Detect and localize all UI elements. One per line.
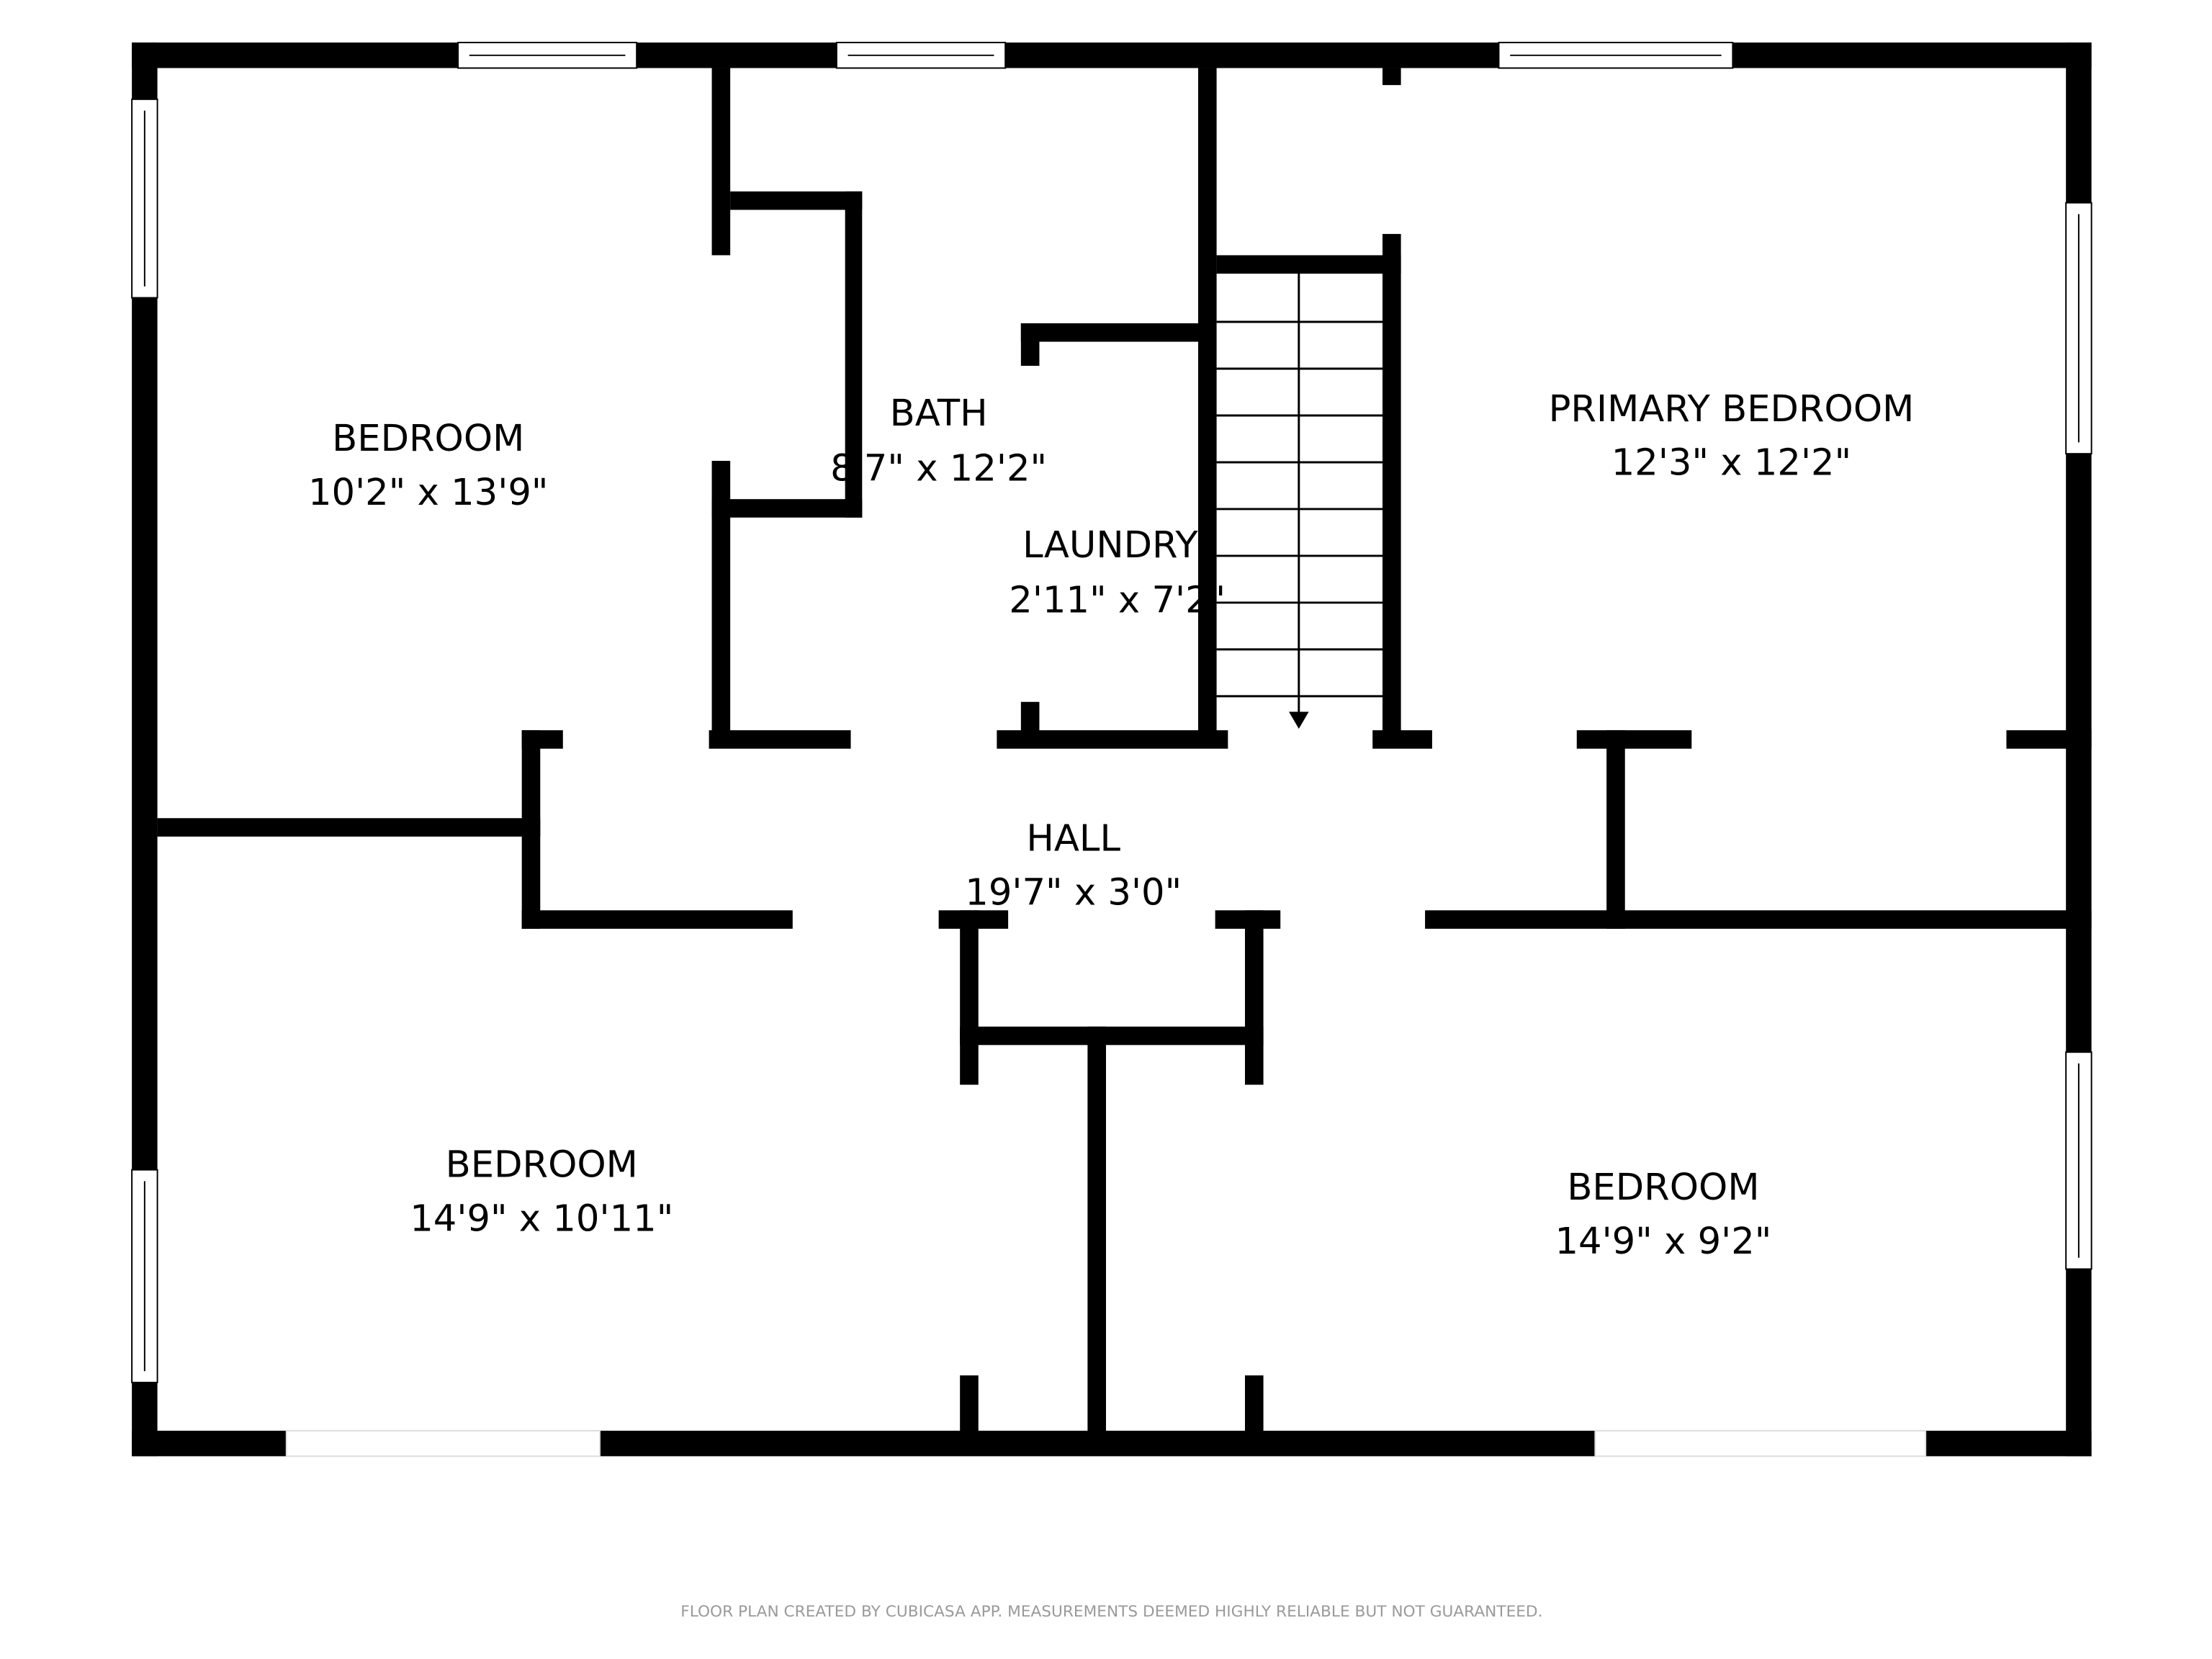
room-size: 12'3" x 12'2" (1611, 441, 1851, 485)
room-name: BEDROOM (1567, 1166, 1759, 1209)
interior-wall (1216, 255, 1401, 274)
room-size: 2'11" x 7'2" (1009, 579, 1226, 622)
room-size: 8'7" x 12'2" (830, 447, 1047, 490)
interior-wall (1198, 68, 1217, 747)
room-name: BATH (890, 392, 988, 435)
room-name: BEDROOM (446, 1143, 638, 1186)
room-name: HALL (1026, 817, 1120, 860)
room-bath: BATH 8'7" x 12'2" (830, 392, 1047, 490)
interior-wall (1606, 730, 1625, 929)
opening (1594, 1429, 1927, 1457)
interior-wall (960, 910, 979, 1085)
interior-wall (730, 191, 863, 210)
interior-wall (1244, 1375, 1264, 1447)
hall-wall-north (1576, 730, 1692, 749)
interior-wall (1020, 323, 1040, 367)
hall-wall-north (709, 730, 851, 749)
opening (285, 1429, 601, 1457)
interior-wall (845, 191, 863, 518)
interior-wall (960, 1026, 1264, 1046)
room-size: 14'9" x 9'2" (1555, 1220, 1771, 1263)
hall-wall-south (521, 910, 793, 929)
interior-wall (960, 1375, 979, 1447)
hall-wall-north (521, 730, 563, 749)
room-bedroom-northwest: BEDROOM 10'2" x 13'9" (308, 417, 548, 514)
interior-wall (1087, 1026, 1106, 1447)
hall-wall-south (1425, 910, 2092, 929)
room-bedroom-southwest: BEDROOM 14'9" x 10'11" (410, 1143, 673, 1240)
interior-wall (711, 499, 863, 518)
walls (132, 42, 2092, 1457)
interior-wall (1382, 233, 1401, 747)
hall-wall-north (997, 730, 1228, 749)
room-size: 19'7" x 3'0" (965, 871, 1182, 914)
stair-arrow-icon (1289, 711, 1309, 729)
interior-wall (1244, 910, 1264, 1085)
exterior-wall-north (132, 42, 2092, 68)
interior-wall (1020, 323, 1198, 342)
interior-wall (1382, 68, 1401, 86)
hall-wall-north (1372, 730, 1432, 749)
room-hall: HALL 19'7" x 3'0" (965, 817, 1182, 914)
room-name: PRIMARY BEDROOM (1549, 387, 1915, 431)
disclaimer-footer: FLOOR PLAN CREATED BY CUBICASA APP. MEAS… (680, 1603, 1542, 1621)
interior-wall (157, 818, 541, 837)
room-name: BEDROOM (332, 417, 524, 460)
room-bedroom-southeast: BEDROOM 14'9" x 9'2" (1555, 1166, 1771, 1263)
room-laundry: LAUNDRY 2'11" x 7'2" (1009, 523, 1226, 622)
room-size: 14'9" x 10'11" (410, 1197, 673, 1240)
room-primary-bedroom: PRIMARY BEDROOM 12'3" x 12'2" (1549, 387, 1915, 485)
staircase (1216, 274, 1382, 729)
openings (131, 42, 2092, 1457)
room-name: LAUNDRY (1022, 523, 1198, 567)
interior-wall (711, 68, 731, 256)
room-size: 10'2" x 13'9" (308, 471, 548, 514)
hall-wall-south (1215, 910, 1281, 929)
hall-wall-north (2006, 730, 2092, 749)
hall-wall-south (938, 910, 1009, 929)
